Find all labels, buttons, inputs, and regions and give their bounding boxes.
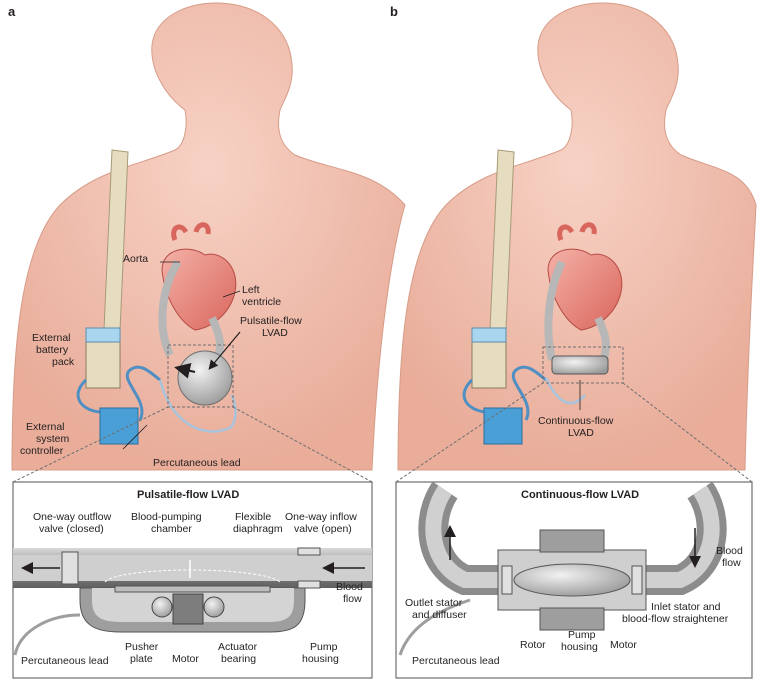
external-system-controller-b (483, 407, 523, 445)
label-controller-2: system (36, 433, 70, 445)
inset-b-motor: Motor (610, 639, 637, 651)
inset-a-pusher-1: Pusher (125, 641, 159, 653)
actuator-bearing-right (203, 596, 225, 618)
inset-a-chamber-1: Blood-pumping (131, 511, 202, 523)
panel-b: b Continuous-flow LVAD Continuous-flow L… (390, 2, 757, 679)
motor-a (172, 593, 204, 625)
zoom-box-a (167, 344, 234, 408)
label-controller-1: External (26, 421, 65, 433)
pusher-plate (114, 585, 271, 593)
inset-b-blood-1: Blood (716, 545, 743, 557)
inset-a-title: Pulsatile-flow LVAD (137, 489, 239, 501)
label-left-ventricle-1: Left (242, 284, 260, 296)
inset-b-inlet-1: Inlet stator and (651, 601, 721, 613)
inset-a-diaphragm-2: diaphragm (233, 523, 283, 535)
torso-b (397, 2, 757, 471)
label-left-ventricle-2: ventricle (242, 296, 281, 308)
inset-b: Continuous-flow LVAD Blood flow Outlet s… (395, 481, 753, 679)
inset-a-outflow-2: valve (closed) (39, 523, 104, 535)
label-continuous-1: Continuous-flow (538, 415, 614, 427)
inset-a-motor: Motor (172, 653, 199, 665)
inset-b-outlet-2: and diffuser (412, 609, 467, 621)
percutaneous-lead-b-inset (398, 598, 471, 656)
heart-a (161, 222, 237, 331)
inset-a-actuator-2: bearing (221, 653, 256, 665)
motor-b-bottom (539, 607, 605, 631)
label-battery-3: pack (52, 356, 75, 368)
label-pulsatile-1: Pulsatile-flow (240, 315, 302, 327)
outflow-graft-a (158, 259, 182, 357)
inset-a-pusher-2: plate (130, 653, 153, 665)
inset-b-blood-2: flow (722, 557, 741, 569)
panel-b-letter: b (390, 4, 398, 19)
inset-b-outlet-1: Outlet stator (405, 597, 463, 609)
pump-flow-arrow (174, 362, 196, 379)
inset-b-lead: Percutaneous lead (412, 655, 500, 667)
inset-b-housing-2: housing (561, 641, 598, 653)
outlet-stator (501, 565, 513, 595)
inset-a-inflow-1: One-way inflow (285, 511, 357, 523)
inset-a-chamber-2: chamber (151, 523, 192, 535)
inflow-valve-top (297, 547, 321, 556)
controller-cable (126, 365, 161, 421)
label-percutaneous-lead-a: Percutaneous lead (153, 457, 241, 469)
outflow-valve (61, 551, 79, 585)
battery-cable (76, 378, 101, 414)
inset-a: Pulsatile-flow LVAD (12, 481, 373, 679)
inset-b-title: Continuous-flow LVAD (521, 489, 639, 501)
inflow-valve-bottom (297, 580, 321, 589)
label-controller-3: controller (20, 445, 64, 457)
rotor (513, 563, 631, 597)
panel-a-letter: a (8, 4, 16, 19)
external-system-controller (99, 407, 139, 445)
battery-top-cap (85, 327, 121, 343)
panel-a: a Aorta L (8, 2, 406, 679)
inset-a-diaphragm-1: Flexible (235, 511, 271, 523)
label-battery-2: battery (36, 344, 69, 356)
inset-a-housing-2: housing (302, 653, 339, 665)
percutaneous-lead-a (158, 379, 237, 433)
inset-b-rotor: Rotor (520, 639, 546, 651)
inset-a-lead: Percutaneous lead (21, 655, 109, 667)
percutaneous-lead-a-inset (13, 613, 81, 656)
label-pulsatile-2: LVAD (262, 327, 288, 339)
inlet-stator (631, 565, 643, 595)
inflow-cannula-a (208, 316, 224, 358)
inset-b-inlet-2: blood-flow straightener (622, 613, 729, 625)
label-continuous-2: LVAD (568, 427, 594, 439)
inset-a-blood-2: flow (343, 593, 362, 605)
label-battery-1: External (32, 332, 71, 344)
motor-b-top (539, 529, 605, 553)
inset-a-inflow-2: valve (open) (294, 523, 352, 535)
actuator-bearing-left (151, 596, 173, 618)
inset-b-housing-1: Pump (568, 629, 596, 641)
continuous-pump (551, 355, 609, 375)
label-aorta: Aorta (123, 253, 148, 265)
inset-a-blood-1: Blood (336, 581, 363, 593)
heart-b (547, 222, 623, 331)
inset-a-actuator-1: Actuator (218, 641, 258, 653)
inset-a-outflow-1: One-way outflow (33, 511, 112, 523)
pulsatile-pump (177, 350, 233, 406)
inset-a-housing-1: Pump (310, 641, 338, 653)
zoom-box-b (542, 346, 624, 384)
